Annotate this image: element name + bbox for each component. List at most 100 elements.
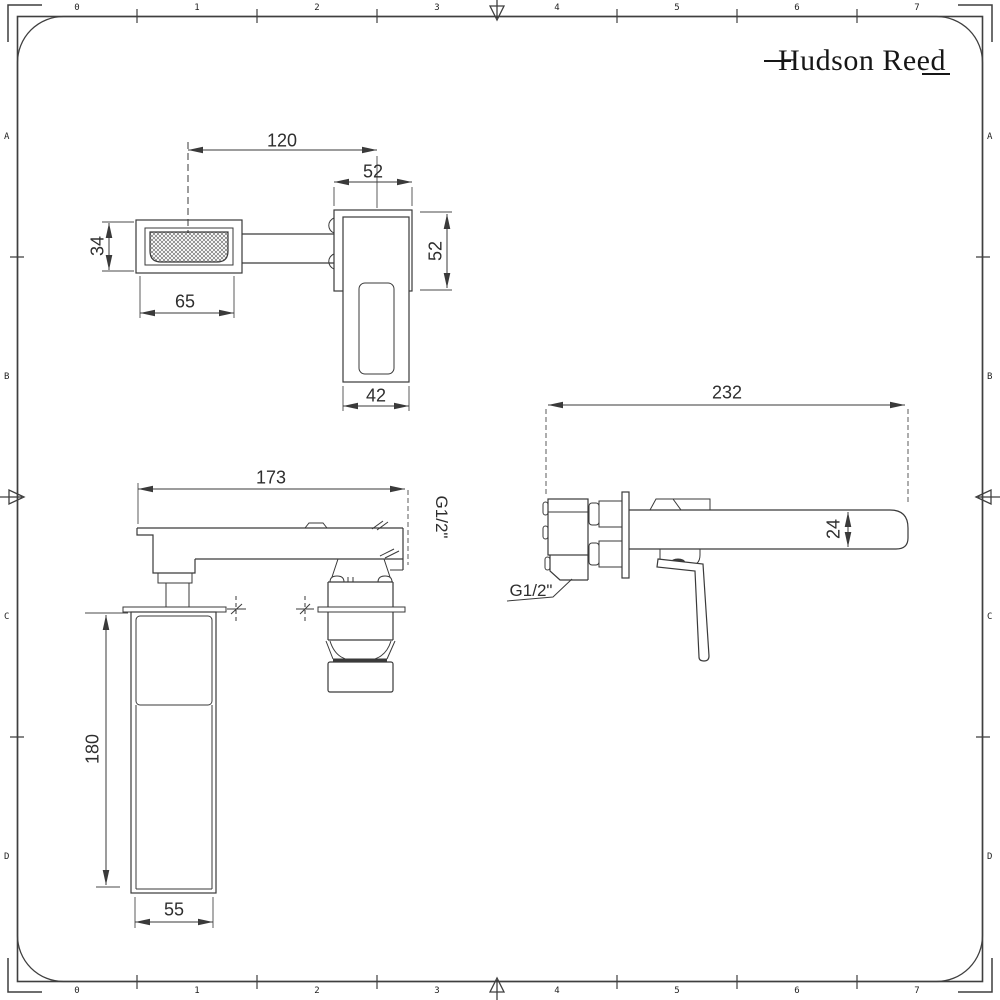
front-break-marks-bottom — [379, 548, 400, 559]
dim-text-120: 120 — [266, 130, 298, 151]
front-spout-tip — [136, 528, 196, 574]
ruler-right-b: B — [987, 372, 993, 382]
corner-mark-bl — [7, 958, 42, 993]
side-leader-g12 — [506, 578, 573, 602]
ruler-top-7: 7 — [914, 3, 920, 13]
front-wall-plate-left — [122, 606, 227, 613]
ruler-right-a: A — [987, 132, 993, 142]
dim-text-173: 173 — [255, 467, 287, 488]
plan-spout-outline — [135, 219, 243, 274]
side-inwall-body — [547, 498, 589, 556]
sheet-rounded-border — [16, 15, 984, 983]
dim-text-52-top: 52 — [362, 161, 384, 182]
ruler-bottom-4: 4 — [554, 986, 560, 996]
front-valve-body — [296, 575, 406, 693]
ruler-left-c: C — [4, 612, 10, 622]
center-arrow-right — [974, 488, 1000, 506]
ruler-ticks-top — [136, 9, 858, 23]
corner-mark-tl — [7, 4, 42, 42]
ruler-top-1: 1 — [194, 3, 200, 13]
ruler-bottom-5: 5 — [674, 986, 680, 996]
ruler-top-5: 5 — [674, 3, 680, 13]
plan-spout-inner — [144, 227, 234, 266]
ruler-right-c: C — [987, 612, 993, 622]
front-spout-step — [157, 573, 193, 584]
corner-mark-br — [958, 958, 993, 993]
side-inwall-tab-1 — [542, 501, 549, 516]
ruler-bottom-3: 3 — [434, 986, 440, 996]
dim-text-24: 24 — [823, 518, 844, 540]
ruler-bottom-0: 0 — [74, 986, 80, 996]
front-dimension-lines — [102, 485, 405, 926]
dim-text-34: 34 — [87, 235, 108, 257]
side-inlet-tab — [544, 556, 551, 571]
front-spout-joint-tab — [304, 522, 328, 529]
ruler-left-d: D — [4, 852, 10, 862]
ruler-left-a: A — [4, 132, 10, 142]
ruler-ticks-bottom — [136, 975, 858, 989]
side-spout-blade — [629, 509, 909, 550]
ruler-top-3: 3 — [434, 3, 440, 13]
side-spout-base-tab — [649, 498, 711, 511]
dim-text-g12-side: G1/2" — [509, 581, 553, 600]
center-arrow-top — [488, 0, 506, 22]
front-wall-plate-right — [317, 606, 406, 613]
side-lever-handle — [656, 558, 710, 662]
dim-text-55: 55 — [163, 899, 185, 920]
ruler-bottom-1: 1 — [194, 986, 200, 996]
dim-text-180: 180 — [82, 733, 103, 765]
front-view — [85, 483, 409, 928]
dim-text-65: 65 — [174, 291, 196, 312]
front-spout-stem — [165, 583, 190, 607]
ruler-top-0: 0 — [74, 3, 80, 13]
dim-text-52-right: 52 — [425, 240, 446, 262]
center-arrow-bottom — [488, 976, 506, 1000]
side-inlet-box — [549, 555, 589, 581]
side-inwall-tab-2 — [542, 525, 549, 540]
ruler-ticks-left — [10, 256, 24, 738]
corner-mark-tr — [958, 4, 993, 42]
brand-dash-rule — [764, 60, 791, 62]
ruler-left-b: B — [4, 372, 10, 382]
ruler-right-d: D — [987, 852, 993, 862]
dim-text-g12-front: G1/2" — [432, 495, 451, 539]
center-arrow-left — [0, 488, 26, 506]
front-lever-bowl — [325, 640, 396, 662]
frame-border — [16, 15, 984, 983]
plan-escutcheon-clips — [328, 217, 335, 270]
front-lever-knob — [327, 661, 394, 693]
front-valve-domes — [329, 575, 393, 583]
plan-spout-aerator — [149, 231, 229, 263]
front-concealed-body-inner — [135, 705, 213, 890]
front-concealed-body — [130, 611, 217, 894]
dim-text-42: 42 — [365, 385, 387, 406]
front-datum-cross-right — [296, 596, 314, 622]
front-valve-ticks — [347, 577, 354, 582]
plan-dimension-lines — [105, 146, 451, 410]
side-escutcheon-plate — [621, 491, 630, 579]
ruler-top-2: 2 — [314, 3, 320, 13]
front-concealed-body-panel — [135, 615, 213, 706]
side-extension-lines — [545, 409, 909, 503]
brand-underscore-rule — [922, 73, 950, 75]
side-view — [506, 401, 909, 662]
side-dimension-lines — [548, 401, 905, 547]
front-extension-lines — [85, 483, 409, 928]
front-break-marks-top — [371, 520, 389, 531]
side-pipe-nuts — [588, 500, 624, 568]
ruler-top-4: 4 — [554, 3, 560, 13]
front-valve-attach — [331, 558, 403, 578]
plan-neck — [242, 233, 334, 264]
plan-handle-inner — [358, 282, 395, 375]
ruler-bottom-6: 6 — [794, 986, 800, 996]
dim-text-232: 232 — [711, 382, 743, 403]
ruler-top-6: 6 — [794, 3, 800, 13]
ruler-ticks-right — [976, 256, 990, 738]
ruler-bottom-2: 2 — [314, 986, 320, 996]
brand-logo: Hudson Reed — [778, 44, 946, 77]
front-datum-cross-left — [227, 596, 246, 622]
ruler-bottom-7: 7 — [914, 986, 920, 996]
